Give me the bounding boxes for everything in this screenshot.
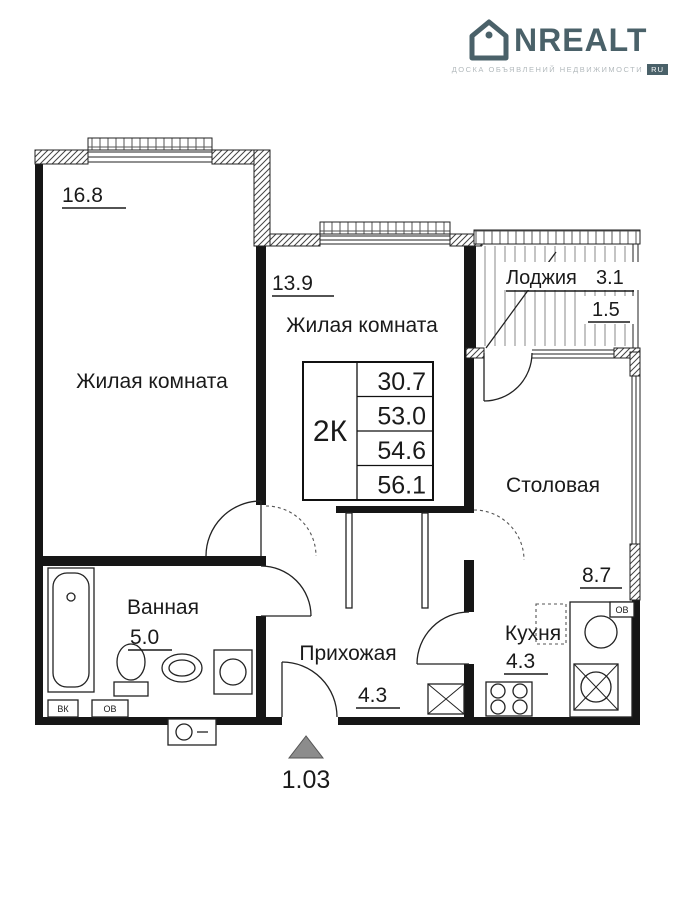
area-label-hallway: 4.3 bbox=[358, 684, 387, 707]
brand-subrow: доска объявлений недвижимости RU bbox=[452, 64, 668, 75]
area-label-living2: 13.9 bbox=[272, 272, 313, 295]
area-label-loggia-reduced: 1.5 bbox=[592, 299, 620, 321]
area-label-dining: 8.7 bbox=[582, 564, 611, 587]
bathroom-fixtures bbox=[47, 567, 253, 697]
room-label-dining: Столовая bbox=[506, 474, 600, 497]
area-label-loggia: 3.1 bbox=[596, 267, 624, 289]
brand-tagline: доска объявлений недвижимости bbox=[451, 65, 644, 74]
room-label-hallway: Прихожая bbox=[299, 642, 396, 665]
room-label-living2: Жилая комната bbox=[286, 314, 438, 337]
doors-layer bbox=[205, 352, 533, 718]
room-label-bathroom: Ванная bbox=[127, 596, 199, 619]
area-label-bathroom: 5.0 bbox=[130, 626, 159, 649]
sink-icon bbox=[161, 653, 203, 683]
summary-area-4: 56.1 bbox=[377, 472, 426, 500]
summary-area-1: 30.7 bbox=[377, 368, 426, 396]
window-sill-bands bbox=[87, 137, 641, 245]
walls-layer bbox=[35, 152, 640, 725]
loggia-label2-bg bbox=[584, 296, 636, 324]
toilet-icon bbox=[116, 643, 146, 681]
summary-area-3: 54.6 bbox=[377, 437, 426, 465]
fridge-icon bbox=[535, 603, 567, 645]
house-o-icon bbox=[469, 19, 509, 61]
bathtub-icon bbox=[47, 567, 95, 693]
utility-label-1: ВК bbox=[57, 704, 69, 714]
brand-text: NREALT bbox=[514, 22, 648, 58]
summary-box: 2К 30.7 53.0 54.6 56.1 bbox=[302, 361, 434, 501]
brand-row: NREALT bbox=[468, 18, 668, 62]
room-label-living1: Жилая комната bbox=[76, 370, 228, 393]
room-label-loggia: Лоджия bbox=[506, 267, 577, 289]
wardrobe-niche bbox=[345, 512, 429, 609]
stove-icon bbox=[485, 681, 533, 717]
utility-label-2: ОВ bbox=[103, 704, 116, 714]
room-label-kitchen: Кухня bbox=[505, 622, 561, 645]
entrance-marker: 1.03 bbox=[282, 735, 331, 794]
utility-markers: ВК ОВ ОВ bbox=[47, 601, 635, 746]
entrance-label: 1.03 bbox=[282, 766, 331, 794]
loggia-label-bg bbox=[500, 262, 640, 290]
area-label-kitchen: 4.3 bbox=[506, 650, 535, 673]
utility-label-kitchen: ОВ bbox=[615, 605, 628, 615]
brand-badge: RU bbox=[647, 64, 668, 75]
area-label-living1: 16.8 bbox=[62, 184, 103, 207]
brand-logo[interactable]: NREALT доска объявлений недвижимости RU bbox=[452, 18, 668, 75]
summary-area-2: 53.0 bbox=[377, 403, 426, 431]
kitchen-hob-icon bbox=[584, 615, 618, 649]
entrance-arrow-icon bbox=[287, 735, 325, 759]
kitchen-fixtures bbox=[427, 601, 633, 718]
room-labels: Жилая комната 16.8 Жилая комната 13.9 Ло… bbox=[62, 184, 634, 709]
apartment-type-label: 2К bbox=[313, 415, 348, 448]
hatched-piers bbox=[34, 149, 641, 601]
